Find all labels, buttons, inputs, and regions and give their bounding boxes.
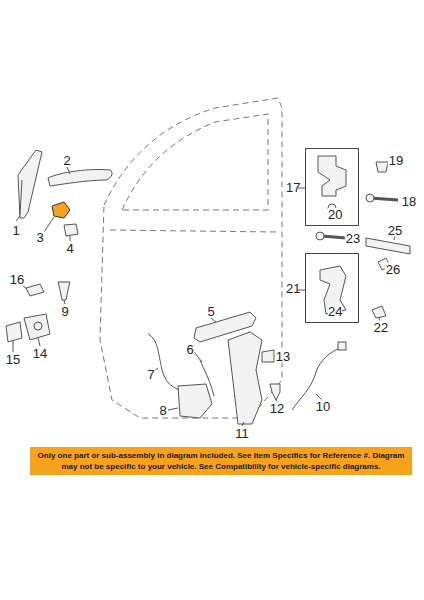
callout-number: 1 bbox=[11, 224, 20, 237]
callout-number: 5 bbox=[206, 305, 215, 318]
callout-number: 6 bbox=[185, 343, 194, 356]
hinge-group-box: 1720 bbox=[305, 148, 359, 226]
callout-number: 22 bbox=[373, 321, 389, 334]
callout-number: 24 bbox=[328, 305, 342, 318]
callout-number: 23 bbox=[345, 232, 361, 245]
callout-number: 26 bbox=[385, 263, 401, 276]
callout-number: 10 bbox=[315, 400, 331, 413]
callout-number: 18 bbox=[401, 195, 417, 208]
callout-number: 13 bbox=[275, 350, 291, 363]
note-band: Only one part or sub-assembly in diagram… bbox=[30, 447, 412, 475]
callout-number: 4 bbox=[65, 242, 74, 255]
callout-number: 2 bbox=[62, 154, 71, 167]
callout-number: 25 bbox=[387, 224, 403, 237]
callout-number: 21 bbox=[286, 282, 300, 295]
callout-number: 17 bbox=[286, 181, 300, 194]
callout-number: 15 bbox=[5, 353, 21, 366]
note-text: Only one part or sub-assembly in diagram… bbox=[34, 450, 408, 472]
callout-number: 7 bbox=[146, 368, 155, 381]
callout-number: 8 bbox=[158, 404, 167, 417]
callout-number: 3 bbox=[35, 231, 44, 244]
callout-number: 19 bbox=[388, 154, 404, 167]
callout-number: 16 bbox=[9, 273, 25, 286]
hinge-group-box: 2124 bbox=[305, 253, 359, 323]
callout-number: 12 bbox=[269, 402, 285, 415]
callout-number: 14 bbox=[32, 347, 48, 360]
callout-number: 9 bbox=[60, 305, 69, 318]
callout-number: 11 bbox=[234, 427, 250, 440]
callout-number: 20 bbox=[328, 208, 342, 221]
